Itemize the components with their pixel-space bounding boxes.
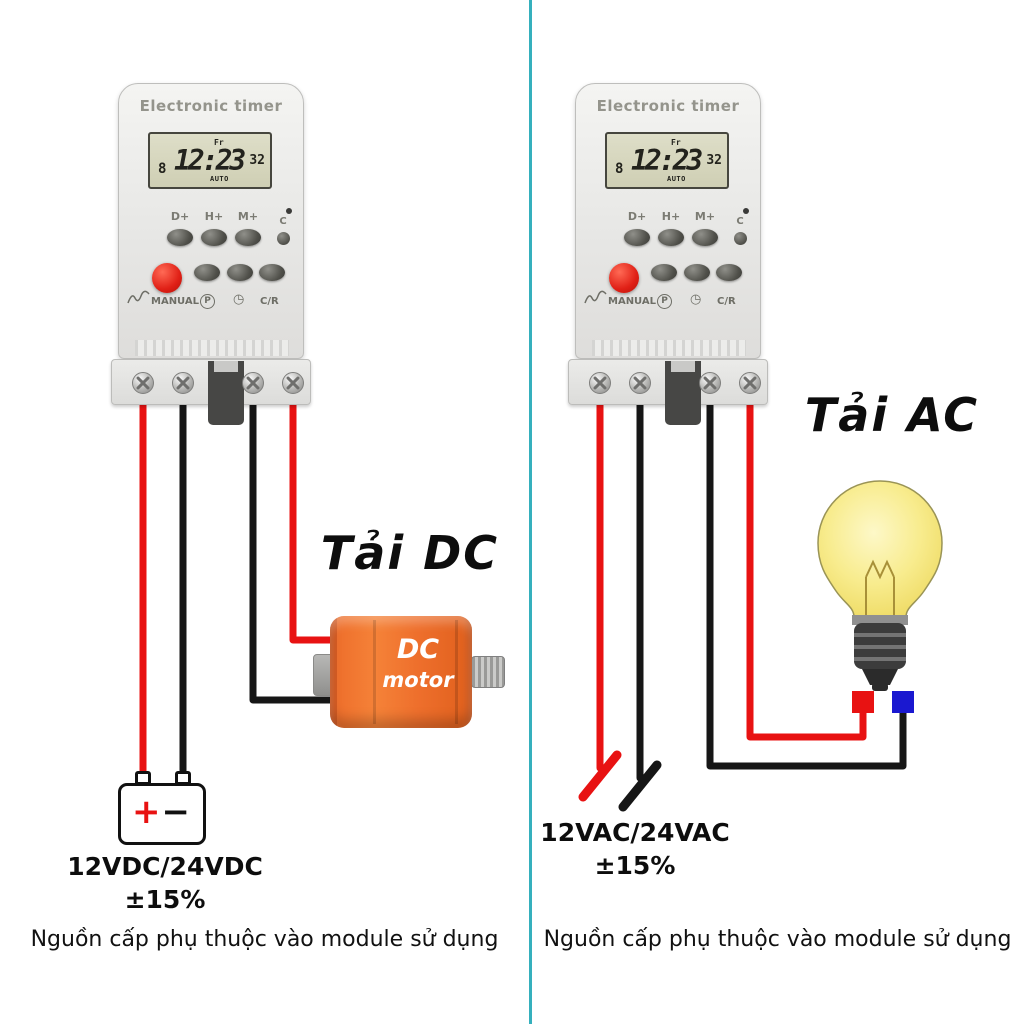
hour-plus-label: H+ xyxy=(661,210,681,223)
ac-voltage-label: 12VAC/24VAC ±15% xyxy=(525,816,745,882)
bulb-tip-nub xyxy=(872,683,888,691)
motor-label-dc: DC xyxy=(396,634,440,665)
terminal-screw-2 xyxy=(172,372,194,394)
lcd-weekday-label: Fr xyxy=(214,138,224,147)
c-button xyxy=(734,232,747,245)
dc-load-label: Tải DC xyxy=(320,526,500,580)
hour-plus-button xyxy=(201,229,227,246)
dc-battery: + − xyxy=(118,771,206,845)
manual-label: MANUAL xyxy=(608,296,656,307)
c-button xyxy=(277,232,290,245)
day-plus-label: D+ xyxy=(170,210,190,223)
minute-plus-button xyxy=(235,229,261,246)
terminal-screw-2 xyxy=(629,372,651,394)
wire-ac-red-lead-end xyxy=(578,750,622,802)
bulb-contact-red xyxy=(852,691,874,713)
ac-voltage-tolerance: ±15% xyxy=(594,851,676,880)
panel-divider-line xyxy=(529,0,532,1024)
light-bulb xyxy=(817,480,943,713)
bulb-tip xyxy=(862,669,898,685)
manual-red-button xyxy=(152,263,182,293)
manual-label: MANUAL xyxy=(151,296,199,307)
motor-label-motor: motor xyxy=(382,668,454,692)
c-button-label: C xyxy=(736,216,744,227)
lcd-auto-label: AUTO xyxy=(667,175,686,183)
din-rail-tab xyxy=(214,361,238,372)
timer-lcd-display: 8 Fr 12:23 32 AUTO xyxy=(605,132,729,189)
count-reset-label: C/R xyxy=(260,296,279,307)
electronic-timer-dc: Electronic timer 8 Fr 12:23 32 AUTO D+ H… xyxy=(111,83,311,433)
lcd-time: 12:23 xyxy=(631,144,703,177)
manual-squiggle-icon xyxy=(584,290,607,304)
program-circle-icon: P xyxy=(657,294,672,309)
dc-motor: DC motor xyxy=(313,616,505,728)
terminal-screw-4 xyxy=(739,372,761,394)
battery-plus-sign: + xyxy=(132,792,161,832)
lcd-seconds: 32 xyxy=(706,153,722,168)
battery-minus-sign: − xyxy=(161,792,191,832)
dc-caption: Nguồn cấp phụ thuộc vào module sử dụng xyxy=(30,927,499,952)
terminal-screw-4 xyxy=(282,372,304,394)
clock-button xyxy=(227,264,253,281)
dc-voltage-tolerance: ±15% xyxy=(124,885,206,914)
minute-plus-label: M+ xyxy=(237,210,259,223)
manual-red-button xyxy=(609,263,639,293)
hour-plus-button xyxy=(658,229,684,246)
timer-lcd-display: 8 Fr 12:23 32 AUTO xyxy=(148,132,272,189)
timer-body: Electronic timer 8 Fr 12:23 32 AUTO D+ H… xyxy=(118,83,304,359)
ac-caption: Nguồn cấp phụ thuộc vào module sử dụng xyxy=(543,927,1012,952)
indicator-dot xyxy=(743,208,749,214)
day-plus-button xyxy=(624,229,650,246)
terminal-screw-3 xyxy=(699,372,721,394)
wire-ac-black-lead-end xyxy=(618,760,662,812)
program-circle-icon: P xyxy=(200,294,215,309)
terminal-screw-3 xyxy=(242,372,264,394)
manual-squiggle-icon xyxy=(127,290,150,304)
ac-voltage-value: 12VAC/24VAC xyxy=(540,818,730,847)
din-rail-tab xyxy=(671,361,695,372)
hour-plus-label: H+ xyxy=(204,210,224,223)
count-reset-label: C/R xyxy=(717,296,736,307)
c-button-label: C xyxy=(279,216,287,227)
ac-load-label: Tải AC xyxy=(804,388,980,442)
timer-title: Electronic timer xyxy=(139,97,283,115)
indicator-dot xyxy=(286,208,292,214)
lcd-weekday-label: Fr xyxy=(671,138,681,147)
terminal-screw-1 xyxy=(589,372,611,394)
timer-title: Electronic timer xyxy=(596,97,740,115)
bulb-contact-blue xyxy=(892,691,914,713)
motor-shaft xyxy=(471,656,505,688)
lcd-day-digit: 8 xyxy=(615,161,624,177)
lcd-auto-label: AUTO xyxy=(210,175,229,183)
dc-voltage-label: 12VDC/24VDC ±15% xyxy=(55,850,275,916)
minute-plus-button xyxy=(692,229,718,246)
program-button xyxy=(651,264,677,281)
minute-plus-label: M+ xyxy=(694,210,716,223)
terminal-screw-1 xyxy=(132,372,154,394)
battery-body: + − xyxy=(118,783,206,845)
program-button xyxy=(194,264,220,281)
lcd-seconds: 32 xyxy=(249,153,265,168)
lcd-time: 12:23 xyxy=(174,144,246,177)
day-plus-button xyxy=(167,229,193,246)
clock-icon: ◷ xyxy=(690,292,702,307)
clock-icon: ◷ xyxy=(233,292,245,307)
day-plus-label: D+ xyxy=(627,210,647,223)
clock-button xyxy=(684,264,710,281)
dc-voltage-value: 12VDC/24VDC xyxy=(67,852,263,881)
motor-body: DC motor xyxy=(330,616,472,728)
count-reset-button xyxy=(259,264,285,281)
electronic-timer-ac: Electronic timer 8 Fr 12:23 32 AUTO D+ H… xyxy=(568,83,768,433)
count-reset-button xyxy=(716,264,742,281)
bulb-glass xyxy=(817,480,943,618)
timer-body: Electronic timer 8 Fr 12:23 32 AUTO D+ H… xyxy=(575,83,761,359)
lcd-day-digit: 8 xyxy=(158,161,167,177)
terminal-cover-ribs xyxy=(592,340,746,356)
terminal-cover-ribs xyxy=(135,340,289,356)
